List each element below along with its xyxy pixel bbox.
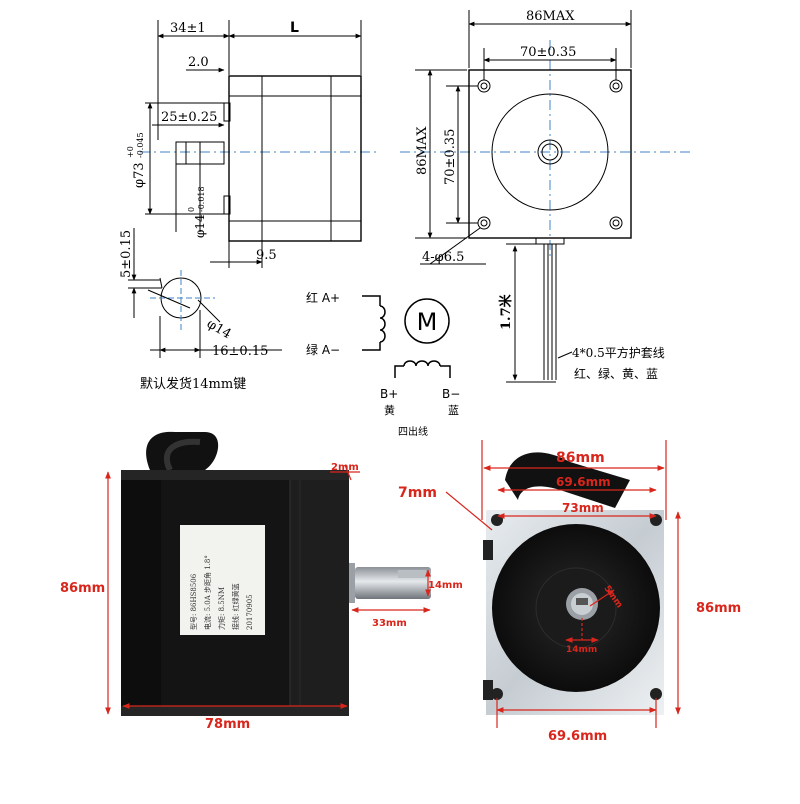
wire-a-minus: 绿 A− (306, 342, 340, 357)
cable-length: 1.7米 (498, 293, 514, 330)
photo-front (483, 452, 664, 715)
dim-hole-pitch-v: 70±0.35 (443, 129, 458, 185)
wire-b-plus: B+ (380, 387, 398, 401)
key-note: 默认发货14mm键 (140, 376, 246, 392)
dim-pilot-tol-lower: -0.045 (136, 132, 145, 158)
front-view (400, 10, 690, 383)
wire-b-plus-color: 黄 (384, 403, 395, 417)
motor-symbol: M (417, 308, 438, 336)
key-detail (128, 228, 282, 358)
wire-count: 四出线 (398, 425, 428, 438)
dim-pilot-dia-group: φ73 +0 -0.045 (126, 132, 147, 188)
label-line-4: 接线: 红绿黄蓝 (231, 583, 240, 630)
photo-bolt-circle: 69.6mm (556, 475, 611, 489)
photo-height: 86mm (60, 581, 105, 596)
dim-pilot-tol-upper: +0 (126, 146, 135, 158)
photo-side: 型号: 86HS8506 电流: 5.0A 步距角 1.8° 力矩: 8.5NM… (121, 431, 431, 716)
photo-shaft: 14mm (566, 645, 597, 655)
key-depth: 5±0.15 (119, 230, 134, 278)
label-line-5: 20170905 (246, 594, 254, 630)
photo-boss-dia: 73mm (562, 501, 604, 515)
dim-boss-len: 2.0 (188, 55, 209, 70)
cable-colors: 红、绿、黄、蓝 (574, 366, 658, 381)
dim-pilot-dia: φ73 (132, 162, 147, 188)
dim-shaft-len: 34±1 (170, 21, 206, 36)
dim-hole-pitch-h: 70±0.35 (520, 45, 576, 60)
dim-flange-thk: 9.5 (256, 248, 277, 263)
photo-side-dims (105, 464, 431, 715)
photo-length: 78mm (205, 717, 250, 732)
dim-flange-len: 25±0.25 (161, 110, 217, 125)
dim-shaft-tol-lower: -0.018 (197, 186, 206, 212)
dim-holes: 4-φ6.5 (422, 250, 464, 265)
wire-b-minus: B− (442, 387, 460, 401)
photo-hole-pitch: 69.6mm (548, 729, 607, 744)
dim-height-max: 86MAX (415, 126, 430, 175)
photo-shaft-len: 33mm (372, 618, 407, 629)
photo-boss: 2mm (331, 462, 359, 473)
key-dia: φ14 (204, 316, 234, 342)
photo-right-height: 86mm (696, 601, 741, 616)
cable-spec: 4*0.5平方护套线 (572, 345, 665, 360)
photo-front-dims (445, 440, 681, 728)
photo-hole: 7mm (398, 485, 437, 501)
photo-shaft-dia: 14mm (428, 580, 463, 591)
dim-shaft-dia-group: φ14 0 -0.018 (187, 186, 207, 238)
dim-width-max: 86MAX (526, 9, 575, 24)
dim-body-len: L (290, 20, 299, 36)
dim-shaft-dia: φ14 (193, 214, 207, 238)
dim-shaft-tol-upper: 0 (187, 207, 196, 212)
label-line-1: 型号: 86HS8506 (189, 573, 198, 630)
label-line-2: 电流: 5.0A 步距角 1.8° (203, 555, 212, 630)
wiring-diagram (362, 295, 451, 378)
key-width: 16±0.15 (212, 344, 268, 359)
wire-b-minus-color: 蓝 (448, 404, 459, 417)
side-view (140, 20, 380, 268)
label-line-3: 力矩: 8.5NM (217, 587, 226, 630)
wire-a-plus: 红 A+ (306, 290, 340, 305)
photo-width: 86mm (556, 450, 605, 466)
